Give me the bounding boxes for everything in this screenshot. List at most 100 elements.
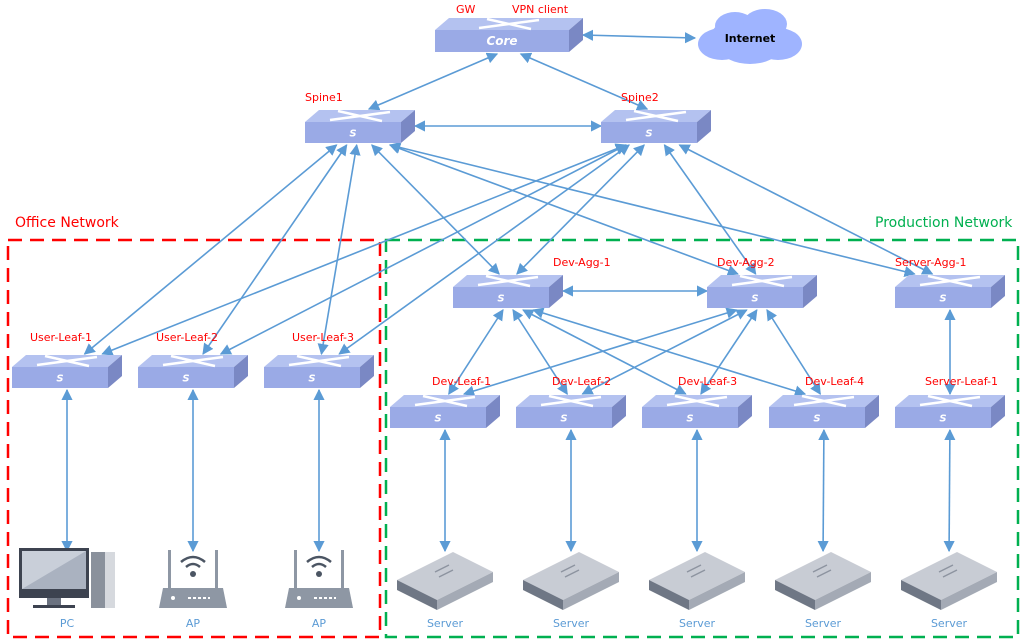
link-spine2-devagg1 [516, 144, 645, 275]
link-spine1-uleaf3 [317, 143, 361, 356]
switch-arrows-icon [329, 109, 391, 123]
wifi-icon [306, 555, 332, 568]
switch-badge: S [939, 294, 946, 305]
server-endpoint[interactable]: Server [523, 552, 619, 630]
ap-endpoint[interactable]: AP [285, 550, 353, 630]
link-spine1-devagg1 [371, 144, 500, 275]
switch-front-face [390, 407, 486, 428]
switch-label: Server-Agg-1 [895, 256, 967, 269]
switch-arrows-icon [625, 109, 687, 123]
switch-badge: S [560, 414, 567, 425]
switch-spine1[interactable]: S Spine1 [305, 91, 415, 143]
switch-side-face [360, 355, 374, 388]
switch-front-face [769, 407, 865, 428]
switch-badge: S [497, 294, 504, 305]
link-spine2-uleaf2 [219, 144, 627, 355]
pc-endpoint[interactable]: PC [19, 548, 115, 630]
link-core-spine1 [367, 52, 499, 111]
switch-arrows-icon [36, 354, 98, 368]
switch-label: User-Leaf-2 [156, 331, 218, 344]
switch-badge: S [56, 374, 63, 385]
switch-front-face [516, 407, 612, 428]
switch-label: Dev-Agg-2 [717, 256, 775, 269]
server-icon [523, 552, 619, 600]
endpoint-label: Server [553, 617, 590, 630]
switch-badge: S [349, 129, 356, 140]
switch-side-face [486, 395, 500, 428]
switch-front-face [12, 367, 108, 388]
switch-front-face [264, 367, 360, 388]
switch-front-face [895, 407, 991, 428]
switch-badge: S [751, 294, 758, 305]
switch-arrows-icon [162, 354, 224, 368]
switch-arrows-icon [288, 354, 350, 368]
switch-badge: Core [486, 34, 517, 48]
link-spine1-devagg2 [388, 143, 739, 276]
switch-arrows-icon [919, 394, 981, 408]
link-spine2-uleaf3 [338, 144, 630, 355]
internet-cloud[interactable]: Internet [698, 9, 802, 64]
ap-endpoint[interactable]: AP [159, 550, 227, 630]
switch-side-face [991, 275, 1005, 308]
switch-dleaf4[interactable]: S Dev-Leaf-4 [769, 375, 879, 428]
gw-label: GW [456, 3, 476, 16]
switch-side-face [569, 18, 583, 52]
switch-dleaf2[interactable]: S Dev-Leaf-2 [516, 375, 626, 428]
endpoint-label: AP [312, 617, 327, 630]
link-spine1-uleaf1 [83, 144, 338, 355]
server-endpoint[interactable]: Server [397, 552, 493, 630]
link-spine2-srvagg1 [678, 144, 934, 275]
switch-side-face [549, 275, 563, 308]
switch-label: Dev-Leaf-4 [805, 375, 864, 388]
cloud-icon [722, 36, 778, 64]
switch-srvagg1[interactable]: S Server-Agg-1 [895, 256, 1005, 308]
switch-arrows-icon [793, 394, 855, 408]
switch-badge: S [182, 374, 189, 385]
switch-uleaf3[interactable]: S User-Leaf-3 [264, 331, 374, 388]
switch-label: Spine1 [305, 91, 343, 104]
server-endpoint[interactable]: Server [649, 552, 745, 630]
switch-arrows-icon [478, 17, 540, 31]
link-devagg2-dleaf4 [766, 309, 821, 395]
production-zone-label: Production Network [875, 215, 1013, 231]
switch-front-face [453, 287, 549, 308]
switch-front-face [138, 367, 234, 388]
server-endpoint[interactable]: Server [901, 552, 997, 630]
switch-front-face [707, 287, 803, 308]
link-devagg2-dleaf3 [700, 309, 758, 395]
switch-badge: S [308, 374, 315, 385]
switch-badge: S [645, 129, 652, 140]
switch-badge: S [434, 414, 441, 425]
switch-front-face [642, 407, 738, 428]
switch-front-face [435, 30, 569, 52]
endpoint-label: PC [60, 617, 75, 630]
switch-front-face [895, 287, 991, 308]
endpoint-label: Server [931, 617, 968, 630]
switch-arrows-icon [666, 394, 728, 408]
switch-badge: S [813, 414, 820, 425]
switch-side-face [108, 355, 122, 388]
switch-devagg2[interactable]: S Dev-Agg-2 [707, 256, 817, 308]
switch-uleaf2[interactable]: S User-Leaf-2 [138, 331, 248, 388]
switch-arrows-icon [414, 394, 476, 408]
switch-front-face [305, 122, 401, 143]
link-core-spine2 [519, 52, 649, 111]
switch-label: Server-Leaf-1 [925, 375, 998, 388]
switch-side-face [697, 110, 711, 143]
switch-label: User-Leaf-3 [292, 331, 354, 344]
server-icon [397, 552, 493, 600]
server-icon [901, 552, 997, 600]
internet-label: Internet [725, 32, 776, 45]
endpoint-label: Server [805, 617, 842, 630]
server-endpoint[interactable]: Server [775, 552, 871, 630]
switch-label: Dev-Leaf-2 [552, 375, 611, 388]
link-spine1-uleaf2 [202, 144, 348, 355]
endpoint-label: Server [679, 617, 716, 630]
